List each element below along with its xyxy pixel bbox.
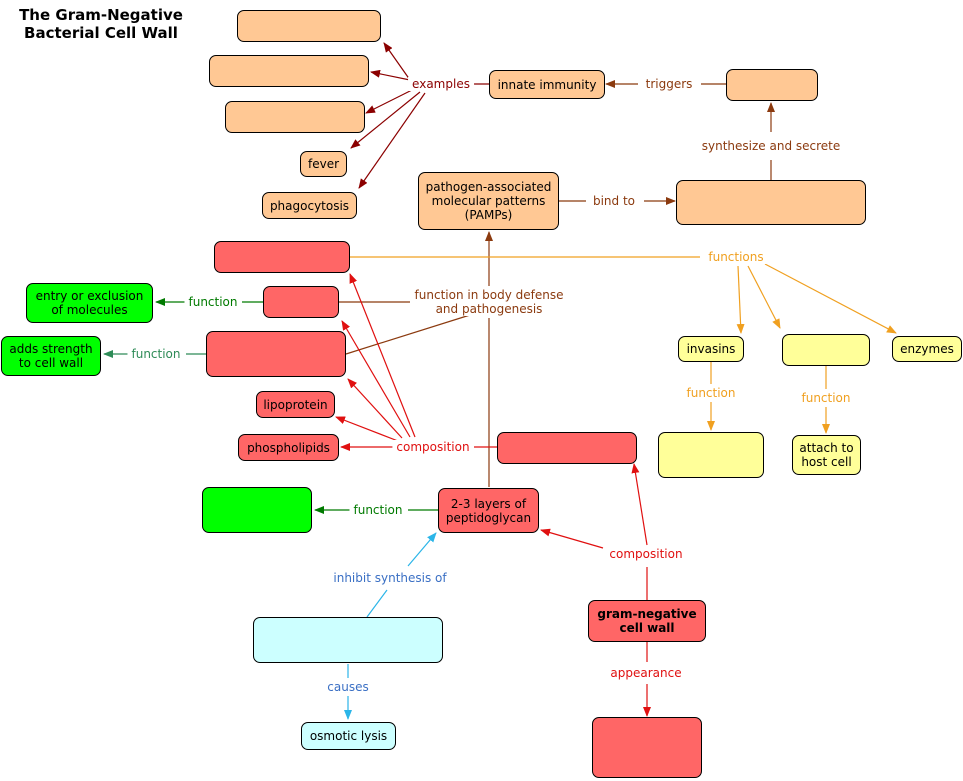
lipoprotein-node: lipoprotein — [256, 391, 335, 418]
label-causes: causes — [323, 680, 373, 694]
label-appearance: appearance — [606, 666, 686, 680]
label-composition-left: composition — [392, 440, 474, 454]
peptidoglycan-node: 2-3 layers of peptidoglycan — [438, 488, 539, 533]
label-function-invasins: function — [682, 386, 740, 400]
fever-node: fever — [300, 151, 347, 177]
diagram-title: The Gram-Negative Bacterial Cell Wall — [19, 6, 183, 42]
yellow-box-middle — [782, 334, 870, 366]
label-synthesize-and-secrete: synthesize and secrete — [697, 139, 845, 153]
pamps-node: pathogen-associated molecular patterns (… — [418, 172, 559, 230]
label-function-middle: function — [797, 391, 855, 405]
entry-exclusion-node: entry or exclusion of molecules — [26, 283, 153, 323]
receptor-box — [676, 180, 866, 225]
label-function-peptidoglycan: function — [349, 503, 407, 517]
label-function-strength: function — [127, 347, 185, 361]
label-composition-right: composition — [605, 547, 687, 561]
label-body-defense: function in body defense and pathogenesi… — [410, 288, 568, 316]
antibiotic-box — [253, 617, 443, 663]
secreted-molecule-box — [726, 69, 818, 101]
label-inhibit-synthesis: inhibit synthesis of — [329, 571, 451, 585]
phospholipids-node: phospholipids — [238, 434, 339, 461]
periplasm-box — [497, 432, 637, 464]
example-box-2 — [209, 55, 369, 87]
label-examples: examples — [408, 77, 474, 91]
appearance-box — [592, 717, 702, 778]
lps-box — [206, 331, 346, 377]
label-triggers: triggers — [641, 77, 697, 91]
phagocytosis-node: phagocytosis — [262, 192, 357, 219]
label-function-entry: function — [184, 295, 242, 309]
attach-host-cell-node: attach to host cell — [792, 435, 861, 475]
outer-membrane-box — [214, 241, 350, 273]
invasins-node: invasins — [678, 336, 744, 362]
innate-immunity-node: innate immunity — [489, 70, 605, 99]
adds-strength-node: adds strength to cell wall — [1, 336, 101, 376]
label-functions: functions — [704, 250, 768, 264]
enzymes-node: enzymes — [892, 336, 962, 362]
peptidoglycan-function-box — [202, 487, 312, 533]
label-bind-to: bind to — [588, 194, 640, 208]
membrane-protein-box — [263, 286, 339, 318]
example-box-1 — [237, 10, 381, 42]
gram-negative-cell-wall-node: gram-negative cell wall — [588, 600, 706, 642]
example-box-3 — [225, 101, 365, 133]
invasins-function-box — [658, 432, 764, 478]
osmotic-lysis-node: osmotic lysis — [301, 722, 396, 750]
